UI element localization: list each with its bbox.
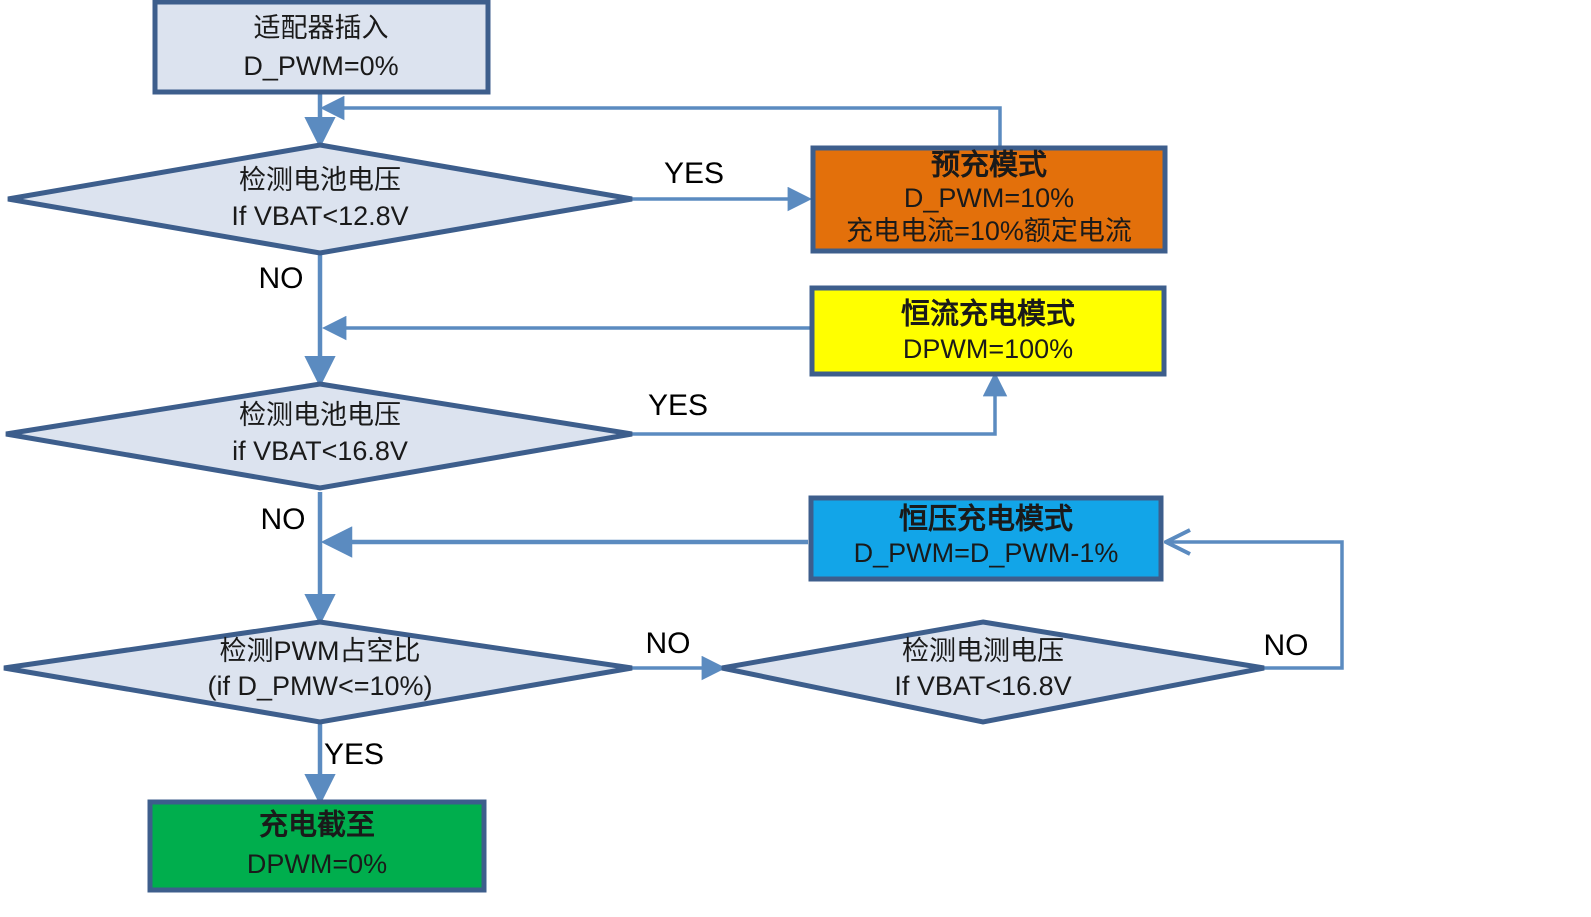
node-decision2[interactable]: 检测电池电压 if VBAT<16.8V	[5, 381, 633, 491]
node-precharge[interactable]: 预充模式 D_PWM=10% 充电电流=10%额定电流	[810, 145, 1168, 254]
node-decision1[interactable]: 检测电池电压 If VBAT<12.8V	[7, 142, 633, 256]
node-charge-end-shape	[147, 799, 487, 893]
node-decision3[interactable]: 检测PWM占空比 (if D_PMW<=10%)	[3, 619, 633, 725]
node-charge-end[interactable]: 充电截至 DPWM=0%	[147, 799, 487, 893]
connector-decision4-no-to-cv	[1168, 542, 1344, 670]
node-decision2-line2: if VBAT<16.8V	[232, 436, 408, 466]
edge-label-yes-3: YES	[324, 738, 384, 771]
node-decision1-line2: If VBAT<12.8V	[231, 201, 408, 231]
connector-decision2-yes-to-cc	[632, 371, 1008, 436]
node-decision1-line1: 检测电池电压	[239, 165, 401, 195]
node-precharge-line3: 充电电流=10%额定电流	[846, 216, 1132, 246]
node-decision4-shape	[721, 619, 1265, 725]
edge-label-no-1: NO	[259, 262, 304, 295]
node-start-shape	[152, 0, 491, 95]
edge-label-yes-1: YES	[664, 157, 724, 190]
node-start-line1: 适配器插入	[254, 13, 389, 43]
node-constant-current[interactable]: 恒流充电模式 DPWM=100%	[809, 285, 1167, 377]
node-constant-current-shape	[809, 285, 1167, 377]
edge-label-no-3: NO	[646, 627, 691, 660]
node-decision1-shape	[7, 142, 633, 256]
node-precharge-line2: D_PWM=10%	[904, 183, 1074, 213]
node-decision2-shape	[5, 381, 633, 491]
node-cc-line1: 恒流充电模式	[901, 298, 1075, 331]
node-cv-line1: 恒压充电模式	[899, 503, 1073, 536]
node-decision4[interactable]: 检测电测电压 If VBAT<16.8V	[721, 619, 1265, 725]
node-start[interactable]: 适配器插入 D_PWM=0%	[152, 0, 491, 95]
node-precharge-shape	[810, 145, 1168, 254]
edge-label-no-2: NO	[261, 503, 306, 536]
node-decision3-line2: (if D_PMW<=10%)	[207, 671, 432, 701]
node-cv-line2: D_PWM=D_PWM-1%	[854, 538, 1119, 568]
node-decision3-line1: 检测PWM占空比	[220, 636, 421, 666]
node-start-line2: D_PWM=0%	[243, 51, 398, 81]
node-decision4-line2: If VBAT<16.8V	[894, 671, 1071, 701]
node-constant-voltage-shape	[808, 495, 1164, 582]
connector-precharge-feedback	[319, 95, 1002, 148]
node-decision2-line1: 检测电池电压	[239, 400, 401, 430]
node-precharge-line1: 预充模式	[931, 149, 1047, 182]
node-decision3-shape	[3, 619, 633, 725]
edge-label-no-4: NO	[1264, 629, 1309, 662]
node-constant-voltage[interactable]: 恒压充电模式 D_PWM=D_PWM-1%	[808, 495, 1164, 582]
node-cc-line2: DPWM=100%	[903, 334, 1073, 364]
node-charge-end-line2: DPWM=0%	[247, 849, 387, 879]
edge-label-yes-2: YES	[648, 389, 708, 422]
node-charge-end-line1: 充电截至	[259, 809, 375, 842]
node-decision4-line1: 检测电测电压	[902, 636, 1064, 666]
